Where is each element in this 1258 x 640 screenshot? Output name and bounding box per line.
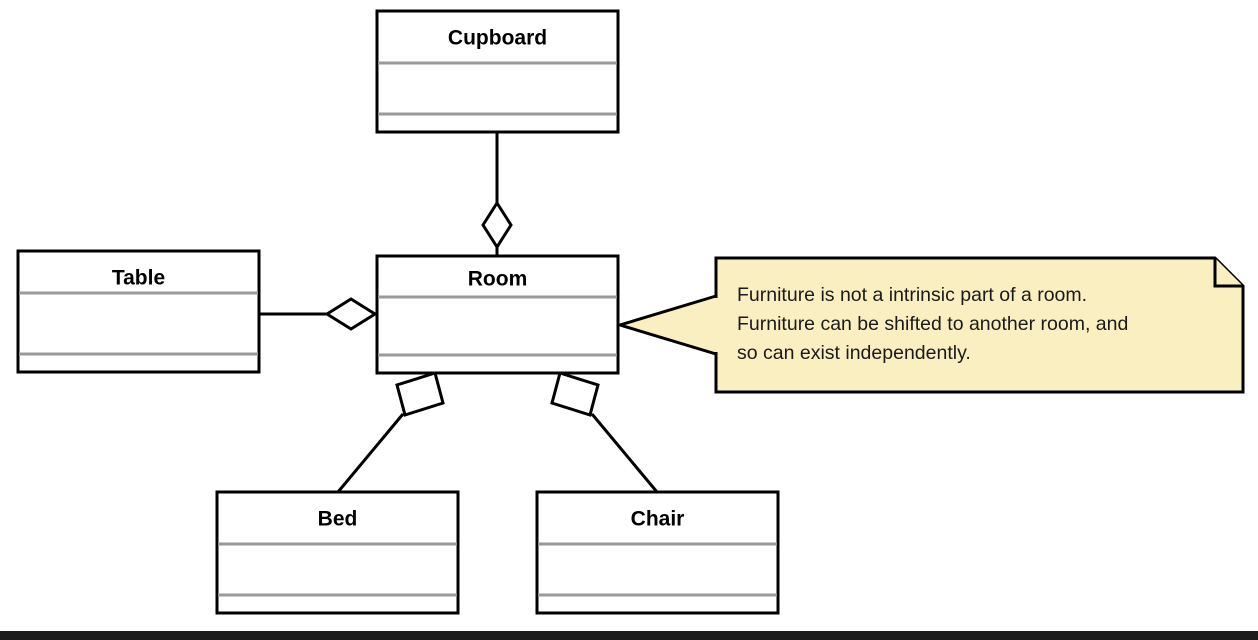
class-box-cupboard-outline — [375, 9, 620, 134]
note-tail — [614, 293, 718, 357]
class-box-chair[interactable]: Chair — [535, 490, 780, 615]
note-fold-corner-icon — [1213, 258, 1243, 288]
relationship-table-room[interactable] — [259, 297, 378, 331]
class-box-chair-outline — [535, 490, 780, 615]
class-box-room[interactable]: Room — [375, 254, 620, 375]
class-box-cupboard[interactable]: Cupboard — [375, 9, 620, 134]
relationship-chair-room[interactable] — [550, 371, 659, 493]
relationship-chair-room-line — [590, 413, 659, 493]
note-line-2: Furniture can be shifted to another room… — [737, 313, 1128, 335]
relationship-layer — [259, 132, 659, 493]
class-name-cupboard: Cupboard — [448, 27, 547, 50]
class-box-table[interactable]: Table — [16, 249, 261, 374]
note-furniture[interactable]: Furniture is not a intrinsic part of a r… — [614, 256, 1245, 394]
note-line-3: so can exist independently. — [737, 342, 971, 364]
class-name-table: Table — [112, 267, 165, 290]
relationship-bed-room-line — [336, 413, 405, 493]
aggregation-diamond-chair-room — [550, 371, 600, 417]
relationship-cupboard-room[interactable] — [481, 132, 513, 256]
class-name-room: Room — [468, 268, 528, 291]
class-box-bed-outline — [215, 490, 460, 615]
relationship-bed-room[interactable] — [336, 371, 445, 493]
bottom-bar — [0, 631, 1258, 640]
note-body — [714, 256, 1245, 394]
class-box-bed[interactable]: Bed — [215, 490, 460, 615]
aggregation-diamond-bed-room — [395, 371, 445, 417]
class-box-table-outline — [16, 249, 261, 374]
class-name-bed: Bed — [318, 508, 358, 531]
aggregation-diamond-table-room — [324, 297, 378, 331]
note-line-1: Furniture is not a intrinsic part of a r… — [737, 284, 1087, 306]
aggregation-diamond-cupboard-room — [481, 200, 513, 250]
class-name-chair: Chair — [631, 508, 685, 531]
